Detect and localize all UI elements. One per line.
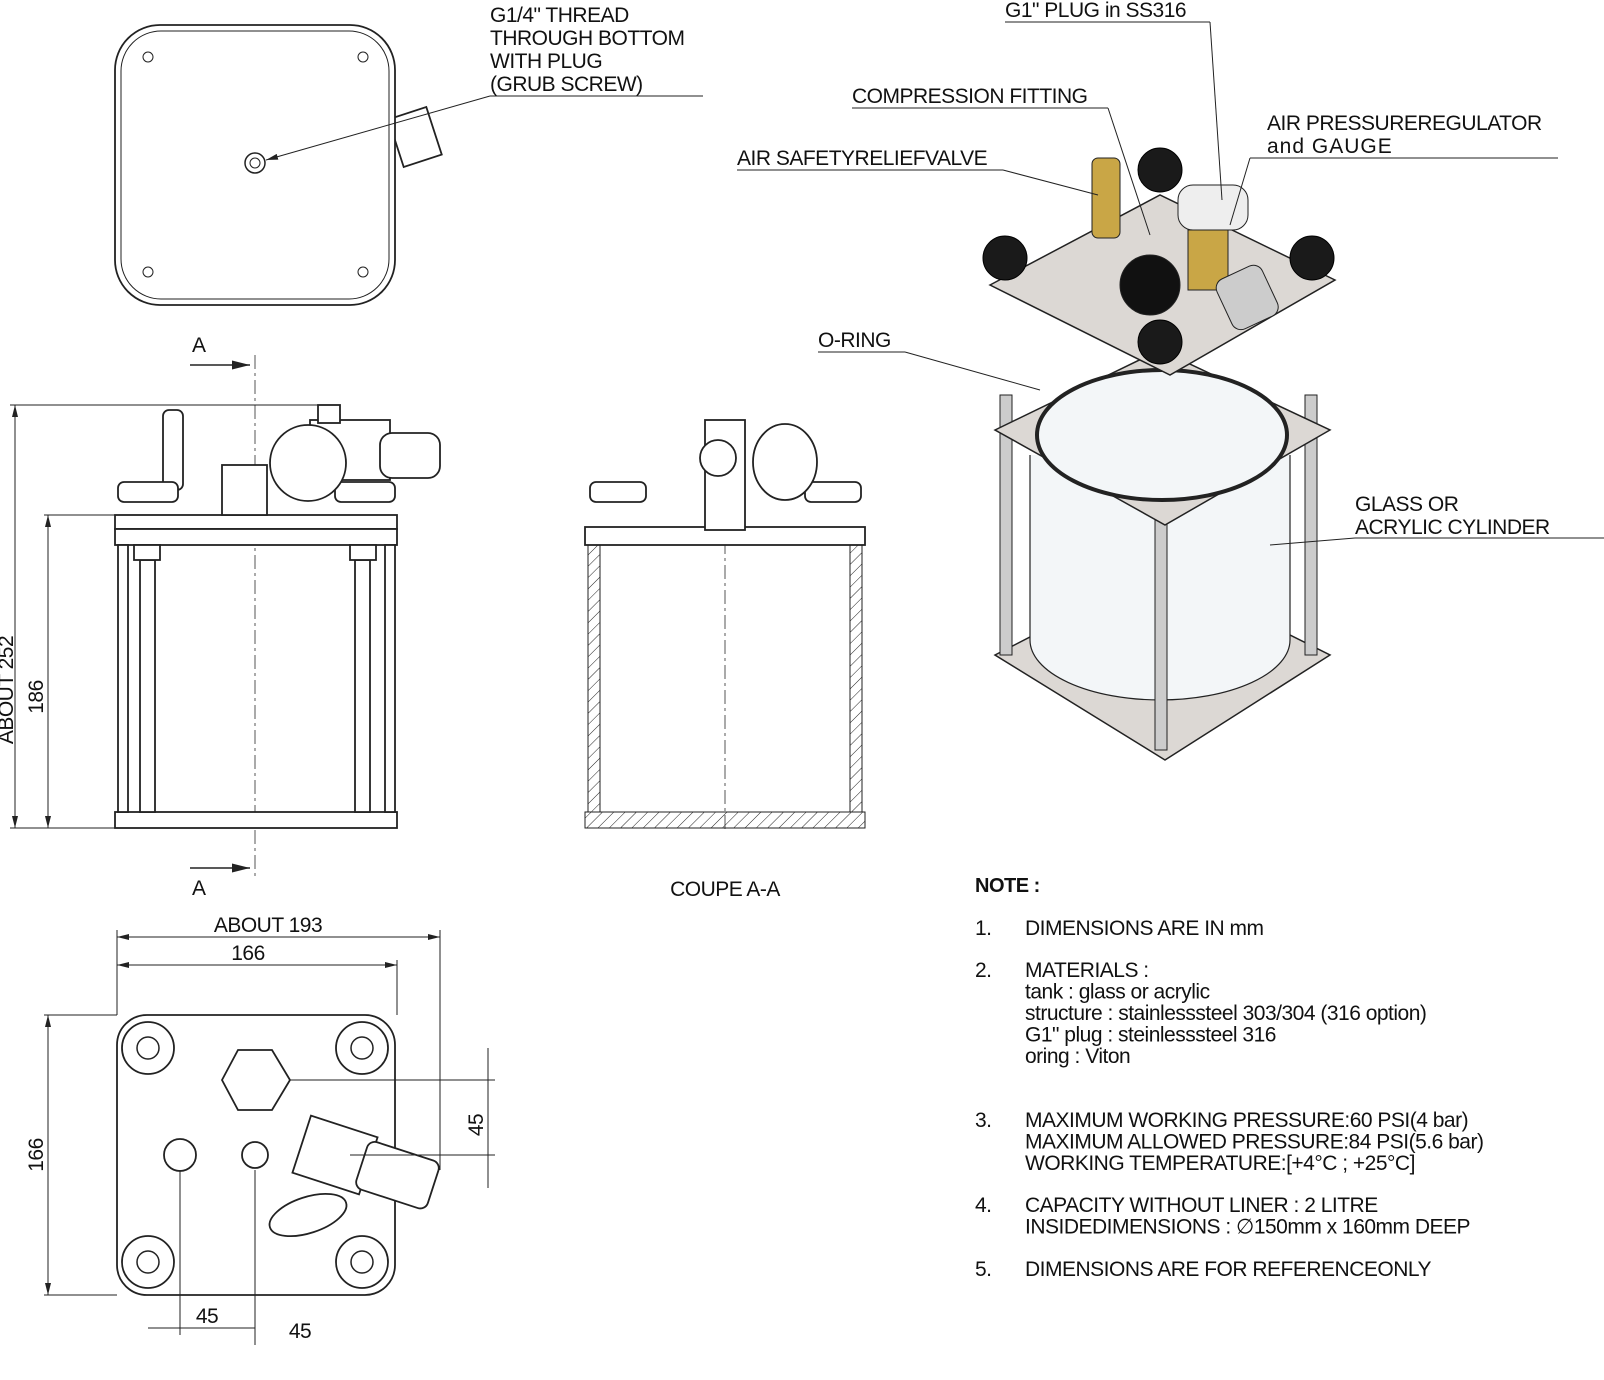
top-plate-inner [120,30,390,300]
note-line: WORKING TEMPERATURE:[+4°C ; +25°C] [1025,1152,1415,1175]
lid-plate [114,514,398,530]
bottom-plate [114,811,398,829]
iso-leaders [737,21,1604,546]
iso-knobs [982,147,1335,365]
note-line: oring : Viton [1025,1045,1130,1068]
plan-regulator-knob [355,1140,440,1210]
iso-gauge [1119,254,1181,316]
dim-label-offset-v: 45 [465,1114,488,1136]
plan-view: ABOUT 193 166 166 45 45 45 [25,914,495,1345]
section-mark-top: A [192,334,206,357]
bottom-plug-inner [249,157,261,169]
label-plug: G1" PLUG in SS316 [1005,0,1186,22]
section-gauge [752,423,818,501]
knob-right [334,481,396,503]
regulator-knob [379,432,441,479]
dim-label-total-height: ABOUT 252 [0,636,18,744]
note-line: MATERIALS : [1025,959,1149,982]
dim-label-offset-h2: 45 [289,1320,311,1343]
label-oring: O-RING [818,329,891,352]
dim-label-body-depth: 166 [25,1138,48,1172]
dim-label-offset-h1: 45 [196,1305,218,1328]
plan-compression-fitting [241,1141,269,1169]
knob-left [117,481,179,503]
dim-label-body-height: 186 [25,680,48,714]
note-line: MAXIMUM WORKING PRESSURE:60 PSI(4 bar) [1025,1109,1468,1132]
note-line: DIMENSIONS ARE IN mm [1025,917,1264,940]
plug-nut [317,404,341,424]
section-bottom [584,811,866,829]
dim-label-body-width: 166 [231,942,265,965]
label-compression-fitting: COMPRESSION FITTING [852,85,1088,108]
note-number: 5. [975,1258,992,1281]
label-cylinder-2: ACRYLIC CYLINDER [1355,516,1550,539]
notes-title: NOTE : [975,875,1040,897]
iso-rods [999,394,1318,751]
relief-valve [162,409,184,491]
top-view: G1/4" THREAD THROUGH BOTTOM WITH PLUG (G… [114,4,703,306]
top-plate-outline [114,24,396,306]
section-mark-bottom: A [192,877,206,900]
note-number: 2. [975,959,992,982]
note-line: tank : glass or acrylic [1025,981,1210,1004]
mount-holes [142,51,369,278]
thread-label-4: (GRUB SCREW) [490,73,643,96]
label-cylinder-1: GLASS OR [1355,493,1459,516]
iso-regulator-knob [1215,264,1279,331]
section-knob-left [589,481,647,503]
label-relief-valve: AIR SAFETYRELIEFVALVE [737,147,988,170]
iso-plug [1177,184,1249,231]
thread-label-3: WITH PLUG [490,50,602,73]
plan-gauge [268,1192,348,1238]
note-number: 1. [975,917,992,940]
gauge [269,424,347,502]
leader-thread [265,95,491,161]
note-line: INSIDEDIMENSIONS : ∅150mm x 160mm DEEP [1025,1216,1470,1239]
iso-oring [1035,368,1289,502]
plan-relief-valve [163,1138,197,1172]
dim-label-total-width: ABOUT 193 [214,914,322,937]
note-line: G1" plug : steinlesssteel 316 [1025,1024,1276,1047]
tie-rods [117,544,396,813]
bottom-plug-hole [244,152,266,174]
section-title: COUPE A-A [670,878,780,901]
compression-fitting [221,464,268,516]
thread-label-1: G1/4" THREAD [490,4,629,27]
note-line: CAPACITY WITHOUT LINER : 2 LITRE [1025,1194,1378,1217]
label-regulator-2: and GAUGE [1267,135,1393,158]
label-regulator-1: AIR PRESSUREREGULATOR [1267,112,1542,135]
regulator-outline [387,105,443,169]
note-line: structure : stainlesssteel 303/304 (316 … [1025,1002,1426,1025]
note-number: 3. [975,1109,992,1132]
notes: NOTE : 1. DIMENSIONS ARE IN mm 2. MATERIALS… [975,875,1484,1281]
plan-knobs [121,1021,389,1289]
note-line: DIMENSIONS ARE FOR REFERENCEONLY [1025,1258,1432,1281]
isometric-view: G1" PLUG in SS316 COMPRESSION FITTING AI… [737,0,1604,761]
section-valve [699,439,737,477]
top-flange [114,528,398,546]
thread-label-2: THROUGH BOTTOM [490,27,684,50]
section-knob-right [804,481,862,503]
iso-relief-valve [1091,157,1121,239]
note-number: 4. [975,1194,992,1217]
note-line: MAXIMUM ALLOWED PRESSURE:84 PSI(5.6 bar) [1025,1131,1483,1154]
front-view: A A ABOUT 252 186 [0,334,441,900]
section-wall-left [587,544,601,813]
section-wall-right [849,544,863,813]
section-view: COUPE A-A [584,419,866,901]
